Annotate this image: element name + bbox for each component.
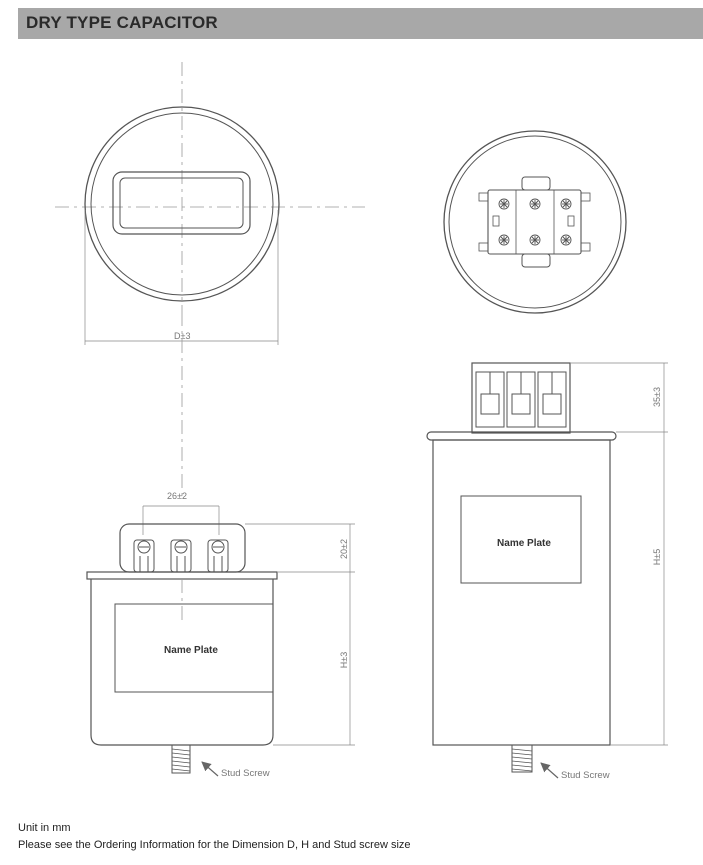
terminal-spacing-dimension: 26±2 [167,491,187,501]
terminal-3 [207,539,229,573]
name-plate-label-small: Name Plate [164,645,218,656]
page-title: DRY TYPE CAPACITOR [26,13,218,32]
stud-screw-label-small: Stud Screw [221,768,270,779]
diameter-dimension: D±3 [174,331,190,341]
large-side-view [426,362,668,779]
terminal-height-small-dimension: 20±2 [339,539,349,559]
terminal-2 [170,539,192,573]
small-side-view [86,505,355,777]
unit-note: Unit in mm [18,822,71,834]
height-large-dimension: H±5 [652,549,662,565]
height-small-dimension: H±3 [339,652,349,668]
terminal-height-large-dimension: 35±3 [652,387,662,407]
large-top-view [443,130,627,314]
small-top-view [55,62,365,500]
name-plate-label-large: Name Plate [497,538,551,549]
screw-heads [498,198,572,246]
terminal-1 [133,539,155,573]
title-bar: DRY TYPE CAPACITOR [18,8,703,39]
ordering-note: Please see the Ordering Information for … [18,839,411,851]
stud-screw-label-large: Stud Screw [561,770,610,781]
